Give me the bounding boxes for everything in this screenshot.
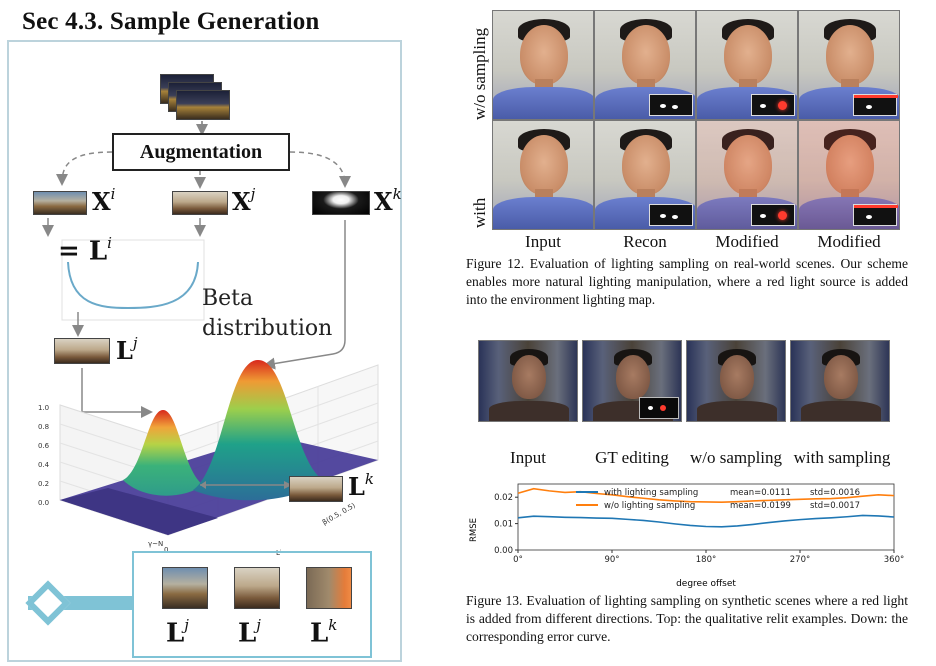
fig13-col-gt: GT editing (582, 448, 682, 468)
fig12-col-recon: Recon (594, 232, 696, 252)
chart-ytick-label: 0.00 (494, 546, 513, 556)
x-k-label: Xk (374, 187, 402, 216)
surface-ztick-1: 1.0 (38, 404, 49, 412)
chart-xtick-label: 360° (884, 555, 904, 565)
legend-std-with: std=0.0016 (810, 488, 860, 498)
legend-label-with: with lighting sampling (604, 488, 698, 498)
chart-xtick-label: 270° (790, 555, 810, 565)
fig12-col-modified2: Modified (798, 232, 900, 252)
beta-surface-plot: 1.0 0.8 0.6 0.4 0.2 0.0 0 γ~N β(0.5, 0.5… (18, 340, 398, 560)
x-k-thumbnail (312, 191, 370, 215)
fig12-image-with-modified1 (696, 120, 798, 230)
l-k-label: Lk (348, 472, 374, 501)
fig12-col-input: Input (492, 232, 594, 252)
fig13-caption: Figure 13. Evaluation of lighting sampli… (466, 592, 908, 646)
fig13-image-gt (582, 340, 682, 422)
rmse-chart: 0° 90° 180° 270° 360° 0.00 0.01 0.02 with light… (468, 478, 908, 590)
beta-label-line2: distribution (202, 316, 332, 341)
fig13-image-input (478, 340, 578, 422)
x-j-label: Xj (232, 187, 255, 216)
bottom-l-j-thumb-2 (234, 567, 280, 609)
legend-label-wo: w/o lighting sampling (604, 501, 695, 511)
fig13-col-input: Input (478, 448, 578, 468)
surface-ztick-02: 0.2 (38, 480, 49, 488)
fig12-row-label-wo: w/o sampling (470, 28, 490, 120)
bottom-label-3: Lk (310, 618, 337, 649)
l-k-thumbnail (289, 476, 343, 502)
surface-ztick-06: 0.6 (38, 442, 50, 450)
fig13-image-wo-sampling (686, 340, 786, 422)
bottom-label-1: Lj (166, 618, 189, 649)
fig13-col-with: with sampling (788, 448, 896, 468)
chart-ytick-label: 0.02 (494, 493, 513, 503)
x-j-thumbnail (172, 191, 228, 215)
fig12-col-modified1: Modified (696, 232, 798, 252)
surface-axis-beta: β(0.5, 0.5) (321, 501, 357, 526)
surface-axis-y-label: γ~N (148, 540, 163, 548)
fig13-col-wo: w/o sampling (684, 448, 788, 468)
x-i-label: Xi (92, 187, 115, 216)
chart-ytick-label: 0.01 (494, 520, 513, 530)
legend-std-wo: std=0.0017 (810, 501, 860, 511)
fig12-row-label-with: with (470, 198, 490, 228)
fig13-image-with-sampling (790, 340, 890, 422)
fig12-image-wo-modified1 (696, 10, 798, 120)
surface-ztick-00: 0.0 (38, 499, 49, 507)
fig12-image-wo-recon (594, 10, 696, 120)
chart-series-line-0 (518, 515, 894, 526)
augmentation-box: Augmentation (112, 133, 290, 171)
fig12-image-wo-modified2 (798, 10, 900, 120)
bottom-label-2: Lj (238, 618, 261, 649)
bottom-l-k-thumb (306, 567, 352, 609)
surface-ztick-08: 0.8 (38, 423, 49, 431)
x-i-thumbnail (33, 191, 87, 215)
surface-ztick-04: 0.4 (38, 461, 50, 469)
legend-mean-wo: mean=0.0199 (730, 501, 791, 511)
fig12-caption: Figure 12. Evaluation of lighting sampli… (466, 255, 908, 309)
chart-xlabel: degree offset (676, 579, 736, 589)
fig12-image-with-recon (594, 120, 696, 230)
chart-ylabel: RMSE (469, 518, 479, 542)
bottom-l-j-thumb-1 (162, 567, 208, 609)
fig12-image-with-input (492, 120, 594, 230)
fig12-image-with-modified2 (798, 120, 900, 230)
legend-mean-with: mean=0.0111 (730, 488, 791, 498)
chart-xtick-label: 180° (696, 555, 716, 565)
chart-xtick-label: 90° (604, 555, 619, 565)
fig12-image-wo-input (492, 10, 594, 120)
l-i-equation: = Li (58, 236, 112, 267)
chart-xtick-label: 0° (513, 555, 523, 565)
beta-label-line1: Beta (202, 286, 253, 311)
